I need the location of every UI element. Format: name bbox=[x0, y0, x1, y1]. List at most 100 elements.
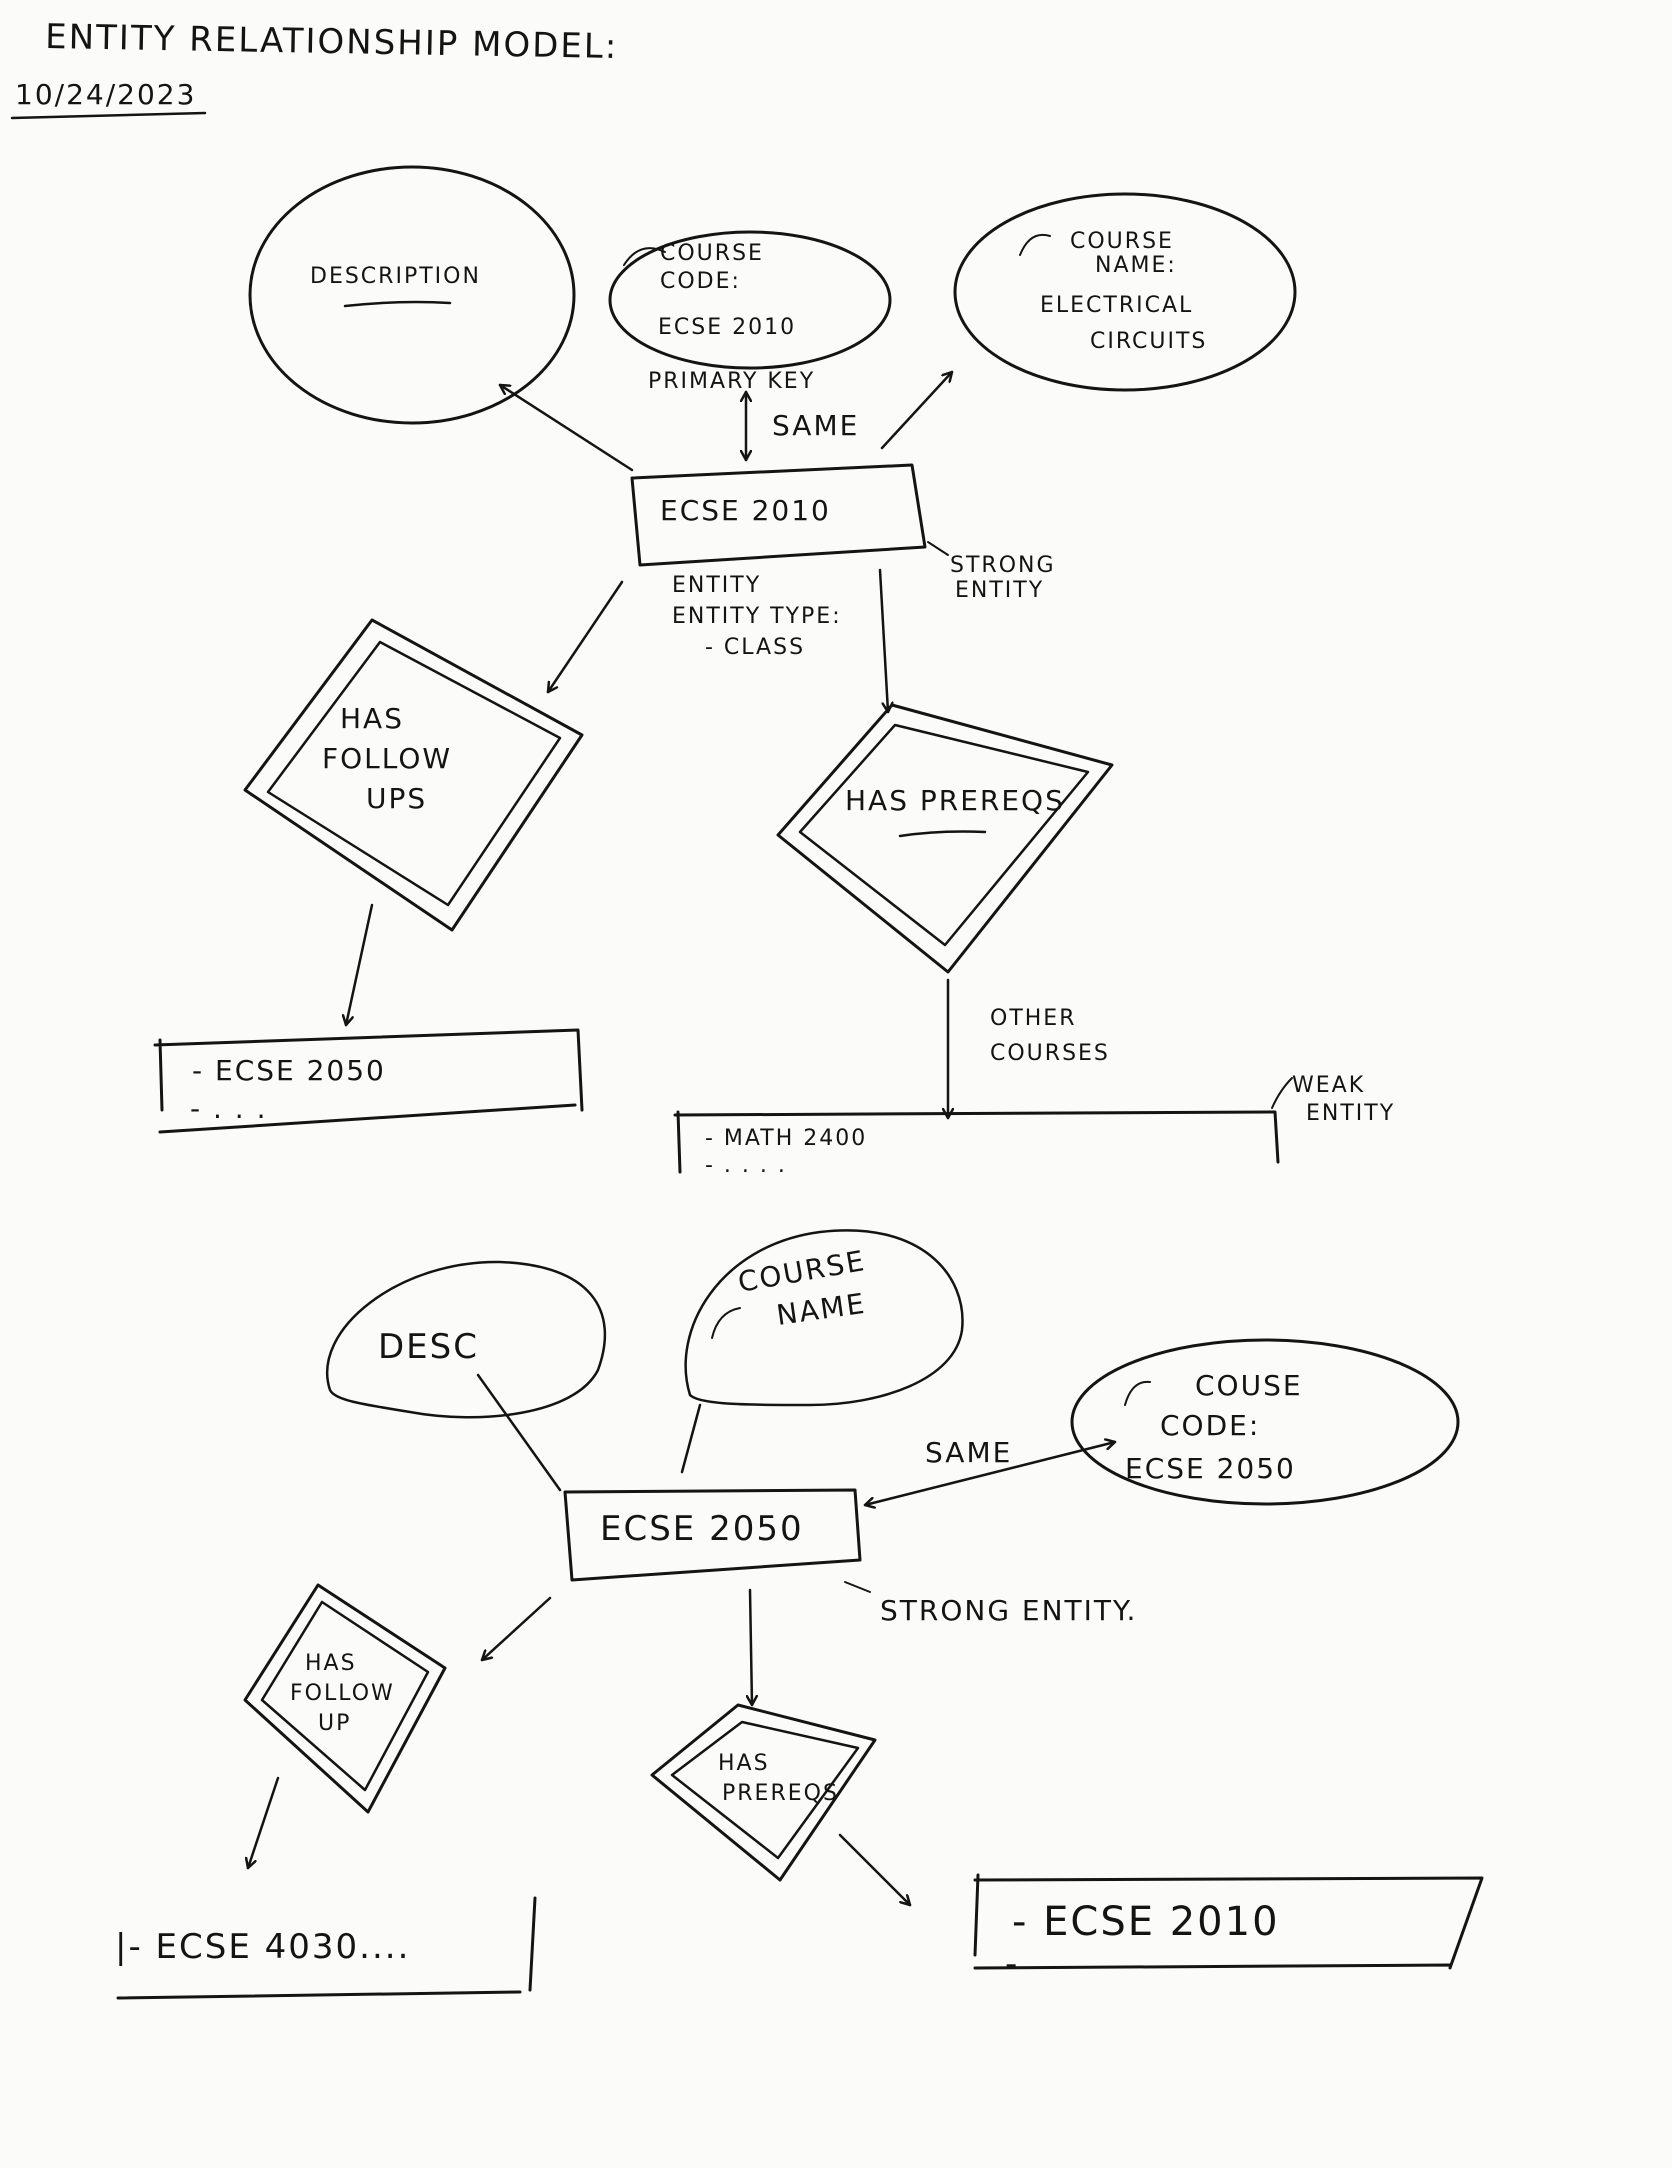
connector-entity-course-code-same bbox=[863, 1442, 1117, 1505]
follow-ups-list-item1: - ECSE 2050 bbox=[192, 1054, 386, 1087]
attribute-course-code-line1: COURSE bbox=[660, 241, 764, 266]
attribute-description-label: DESCRIPTION bbox=[310, 264, 481, 289]
connector-entity-to-description bbox=[498, 383, 634, 472]
relationship-has-follow-ups: HAS FOLLOW UPS bbox=[243, 618, 584, 932]
entity-note-line1: ENTITY bbox=[672, 573, 761, 598]
strong-entity-line1: STRONG bbox=[950, 553, 1056, 578]
prereqs-list-box-2: - ECSE 2010 - bbox=[973, 1873, 1484, 1984]
same-label: SAME bbox=[772, 409, 859, 442]
attribute-course-code: COURSE CODE: ECSE 2010 bbox=[608, 230, 892, 370]
relationship-has-prereqs-2-line2: PREREQS bbox=[722, 1781, 839, 1806]
relationship-has-follow-ups-line3: UPS bbox=[366, 782, 427, 815]
relationship-has-prereqs-2: HAS PREREQS bbox=[650, 1703, 877, 1882]
date-underline bbox=[10, 111, 207, 120]
attribute-course-code-2: COUSE CODE: ECSE 2050 bbox=[1070, 1338, 1460, 1506]
weak-entity-line1: WEAK bbox=[1292, 1073, 1365, 1098]
attribute-course-name: COURSE NAME: ELECTRICAL CIRCUITS bbox=[953, 192, 1297, 392]
relationship-has-prereqs-label: HAS PREREQS bbox=[845, 784, 1065, 817]
page-date: 10/24/2023 bbox=[15, 78, 196, 111]
entity-ecse-2050-label: ECSE 2050 bbox=[600, 1509, 804, 1549]
attribute-description-underline bbox=[343, 300, 452, 308]
relationship-has-prereqs: HAS PREREQS bbox=[776, 703, 1114, 974]
page-title: ENTITY RELATIONSHIP MODEL: bbox=[45, 17, 619, 67]
relationship-has-follow-up-inner bbox=[260, 1600, 430, 1792]
prereqs-list-box-2-outline bbox=[973, 1873, 1484, 1970]
relationship-has-follow-ups-outer bbox=[243, 618, 584, 932]
follow-up-list-box-2: |- ECSE 4030.... bbox=[115, 1896, 537, 2000]
relationship-has-prereqs-2-inner bbox=[670, 1720, 860, 1860]
prereqs-list-box: - MATH 2400 - . . . . bbox=[673, 1110, 1280, 1178]
entity-note-line2: ENTITY TYPE: bbox=[672, 604, 842, 629]
diagram-ecse-2010: DESCRIPTION COURSE CODE: ECSE 2010 PRIMA… bbox=[153, 165, 1395, 1178]
strong-entity-2-pointer bbox=[844, 1581, 871, 1593]
connector-followup-to-box bbox=[248, 1776, 280, 1870]
attribute-course-code-underline bbox=[623, 247, 666, 266]
connector-entity-to-prereqs-2 bbox=[750, 1588, 752, 1707]
other-courses-line2: COURSES bbox=[990, 1041, 1110, 1066]
attribute-course-code-2-line1: COUSE bbox=[1195, 1369, 1303, 1402]
relationship-has-prereqs-underline bbox=[898, 830, 987, 838]
attribute-course-code-line2: CODE: bbox=[660, 269, 741, 294]
strong-entity-2-label: STRONG ENTITY. bbox=[880, 1594, 1137, 1627]
connector-followups-to-box bbox=[346, 903, 374, 1027]
attribute-course-name-ellipse bbox=[953, 192, 1297, 392]
follow-ups-list-box: - ECSE 2050 - . . . bbox=[153, 1028, 584, 1134]
strong-entity-line2: ENTITY bbox=[955, 578, 1044, 603]
attribute-description: DESCRIPTION bbox=[248, 165, 576, 425]
other-courses-line1: OTHER bbox=[990, 1006, 1076, 1031]
attribute-desc-ellipse bbox=[326, 1260, 607, 1419]
connector-name-to-entity bbox=[680, 1403, 702, 1474]
attribute-course-name-2: COURSE NAME bbox=[684, 1229, 964, 1407]
prereqs-list-box-outline bbox=[673, 1110, 1280, 1174]
entity-ecse-2050: ECSE 2050 bbox=[563, 1488, 862, 1582]
connector-entity-to-prereqs bbox=[878, 568, 888, 714]
relationship-has-follow-ups-line2: FOLLOW bbox=[322, 742, 452, 775]
relationship-has-follow-ups-inner bbox=[266, 640, 562, 907]
follow-ups-list-box-outline bbox=[153, 1028, 584, 1134]
relationship-has-follow-up-line2: FOLLOW bbox=[290, 1681, 395, 1706]
attribute-desc: DESC bbox=[326, 1260, 607, 1419]
page-header: ENTITY RELATIONSHIP MODEL: 10/24/2023 bbox=[10, 17, 619, 120]
prereqs-list-item1: - MATH 2400 bbox=[705, 1126, 867, 1151]
relationship-has-follow-up: HAS FOLLOW UP bbox=[243, 1583, 447, 1814]
attribute-course-name-2-underline bbox=[711, 1307, 741, 1339]
attribute-course-code-value: ECSE 2010 bbox=[658, 315, 796, 340]
prereqs-list-item1-2: - ECSE 2010 bbox=[1012, 1899, 1280, 1945]
relationship-has-follow-ups-line1: HAS bbox=[340, 702, 404, 735]
entity-ecse-2010-label: ECSE 2010 bbox=[660, 494, 831, 527]
follow-up-list-box-2-outline bbox=[116, 1896, 537, 2000]
attribute-course-name-line4: CIRCUITS bbox=[1090, 329, 1207, 354]
connector-entity-to-followup bbox=[480, 1596, 552, 1662]
diagram-ecse-2050: DESC COURSE NAME COUSE CODE: ECSE 2050 E… bbox=[115, 1229, 1484, 2000]
follow-up-list-item-2: |- ECSE 4030.... bbox=[115, 1927, 410, 1967]
attribute-course-name-underline bbox=[1019, 233, 1051, 256]
relationship-has-prereqs-outer bbox=[776, 703, 1114, 974]
relationship-has-prereqs-inner bbox=[798, 723, 1090, 947]
follow-ups-list-item2: - . . . bbox=[190, 1092, 268, 1125]
connector-desc-to-entity bbox=[476, 1373, 562, 1492]
relationship-has-prereqs-2-line1: HAS bbox=[718, 1751, 770, 1776]
prereqs-list-item2: - . . . . bbox=[705, 1153, 787, 1178]
attribute-course-code-2-underline bbox=[1124, 1380, 1151, 1406]
same-label-2: SAME bbox=[925, 1436, 1012, 1469]
relationship-has-follow-up-line1: HAS bbox=[305, 1651, 357, 1676]
attribute-course-name-2-ellipse bbox=[684, 1229, 964, 1407]
attribute-course-code-2-value: ECSE 2050 bbox=[1125, 1452, 1296, 1485]
relationship-has-follow-up-outer bbox=[243, 1583, 447, 1814]
attribute-course-name-2-line2: NAME bbox=[774, 1287, 868, 1332]
attribute-description-ellipse bbox=[248, 165, 576, 425]
attribute-course-code-ellipse bbox=[608, 230, 892, 370]
attribute-course-name-line3: ELECTRICAL bbox=[1040, 293, 1193, 318]
attribute-desc-label: DESC bbox=[378, 1327, 479, 1367]
weak-entity-line2: ENTITY bbox=[1306, 1101, 1395, 1126]
prereqs-list-item2-2: - bbox=[1005, 1944, 1019, 1984]
connector-entity-to-followups bbox=[546, 580, 624, 694]
entity-note-line3: - CLASS bbox=[705, 635, 805, 660]
primary-key-label: PRIMARY KEY bbox=[648, 369, 815, 394]
strong-entity-pointer bbox=[927, 541, 949, 556]
relationship-has-prereqs-2-outer bbox=[650, 1703, 877, 1882]
connector-prereqs-to-box-2 bbox=[838, 1833, 912, 1907]
entity-ecse-2050-box bbox=[563, 1488, 862, 1582]
entity-ecse-2010-box bbox=[630, 463, 927, 567]
